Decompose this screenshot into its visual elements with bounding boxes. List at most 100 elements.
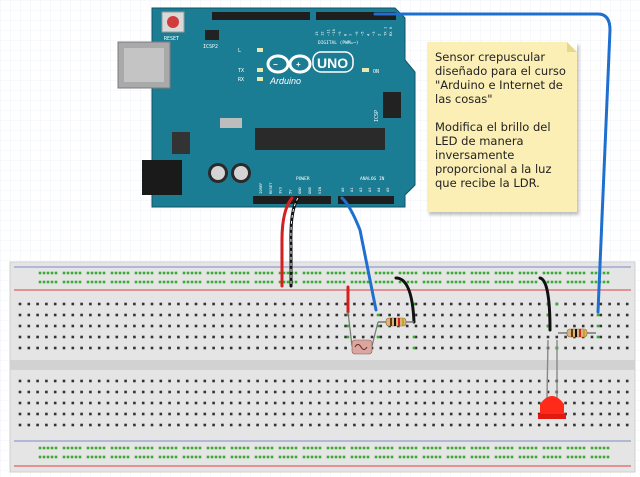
breadboard-hole [370,412,374,416]
breadboard-hole [530,455,534,459]
breadboard-hole [493,324,497,328]
breadboard-hole [317,313,321,317]
note-paragraph-2: Modifica el brillo del LED de manera inv… [435,120,552,190]
breadboard-hole [423,423,427,427]
breadboard-hole [258,271,262,275]
breadboard-hole [242,280,246,284]
breadboard-hole [18,324,22,328]
breadboard-hole [310,271,314,275]
breadboard-hole [247,346,251,350]
breadboard-hole [94,280,98,284]
breadboard-hole [458,313,462,317]
breadboard-hole [379,335,383,339]
breadboard-hole [502,302,506,306]
breadboard-hole [27,390,31,394]
breadboard-hole [506,446,510,450]
breadboard-hole [625,423,629,427]
breadboard-hole [141,313,145,317]
breadboard-hole [110,271,114,275]
breadboard-hole [141,423,145,427]
breadboard-hole [518,455,522,459]
breadboard-hole [62,324,66,328]
breadboard-hole [362,280,366,284]
breadboard-hole [388,412,391,416]
breadboard-hole [266,271,270,275]
breadboard-hole [574,271,578,275]
breadboard-hole [141,379,145,383]
breadboard-hole [247,390,251,394]
breadboard-hole [270,280,274,284]
pin-label: IOREF [258,182,263,194]
breadboard-hole [177,379,180,383]
breadboard-hole [430,280,434,284]
breadboard-hole [62,379,66,383]
breadboard-hole [159,401,163,405]
breadboard-hole [414,313,418,317]
breadboard-hole [74,455,78,459]
resistor-led [558,328,596,338]
breadboard-hole [102,446,106,450]
reset-button-cap[interactable] [167,16,179,28]
breadboard-hole [300,412,303,416]
breadboard-hole [141,401,145,405]
breadboard-holes [18,271,629,459]
breadboard-hole [422,280,426,284]
breadboard-hole [366,446,370,450]
breadboard-hole [300,423,303,427]
breadboard-hole [317,324,321,328]
breadboard-hole [310,280,314,284]
breadboard-hole [36,412,39,416]
breadboard-hole [150,455,154,459]
breadboard-hole [467,335,471,339]
wire-5v [280,196,294,288]
breadboard-hole [185,313,189,317]
breadboard-hole [106,324,110,328]
breadboard-hole [581,423,585,427]
breadboard-hole [150,401,154,405]
breadboard-hole [376,313,380,317]
pin-label: ~10 [331,28,336,36]
breadboard-hole [118,446,122,450]
pin-label: 3V3 [278,187,283,194]
breadboard-hole [423,335,427,339]
breadboard-hole [229,335,233,339]
breadboard-hole [221,390,224,394]
breadboard-hole [124,313,127,317]
breadboard-hole [214,280,218,284]
breadboard-hole [218,271,222,275]
wire-a0 [340,196,378,312]
breadboard-hole [159,313,163,317]
breadboard-hole [246,455,250,459]
breadboard-hole [398,280,402,284]
breadboard-hole [282,302,286,306]
breadboard-hole [221,423,224,427]
breadboard-hole [114,271,118,275]
breadboard-hole [554,455,558,459]
breadboard-hole [150,423,154,427]
breadboard-hole [36,346,39,350]
breadboard-hole [318,271,322,275]
breadboard-hole [478,280,482,284]
breadboard-hole [449,423,453,427]
breadboard-hole [42,455,46,459]
breadboard-hole [546,280,550,284]
breadboard-hole [414,346,418,350]
breadboard-hole [573,423,576,427]
breadboard-hole [168,324,171,328]
breadboard-hole [482,446,486,450]
breadboard-hole [458,390,462,394]
breadboard-hole [71,302,75,306]
breadboard-hole [350,280,354,284]
breadboard-hole [300,346,303,350]
breadboard-hole [53,335,57,339]
breadboard-hole [354,455,358,459]
breadboard-hole [159,390,163,394]
breadboard-hole [542,446,546,450]
breadboard-hole [218,280,222,284]
breadboard-hole [581,390,585,394]
breadboard-hole [133,390,136,394]
breadboard-hole [309,401,312,405]
breadboard-hole [45,379,48,383]
breadboard-hole [115,302,119,306]
breadboard-hole [338,455,342,459]
